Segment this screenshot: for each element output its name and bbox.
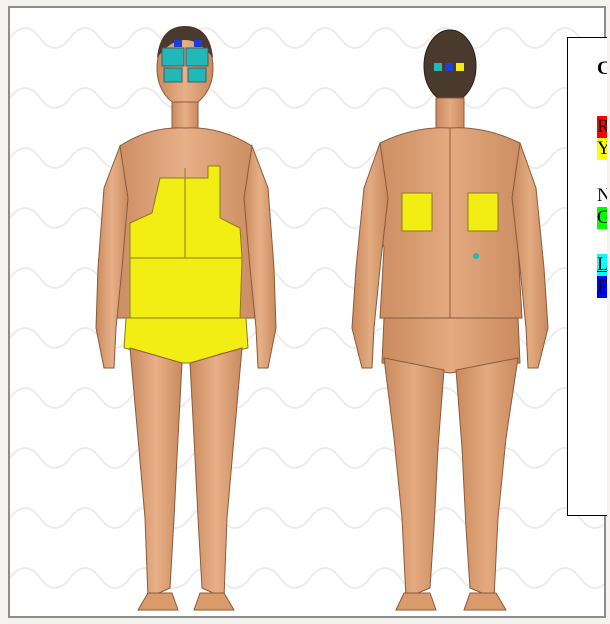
front-face-zone-left[interactable] [162,48,184,66]
back-left-leg[interactable] [456,358,518,598]
front-left-foot[interactable] [194,593,234,610]
legend-entry-yellow: Y [597,138,607,160]
front-eye-zone-left[interactable] [164,68,182,82]
back-body-figure [340,18,580,618]
legend-entry-blue[interactable]: F [597,276,607,298]
front-left-leg[interactable] [190,348,242,598]
back-left-flank-zone[interactable] [468,193,498,231]
front-eye-zone-right[interactable] [188,68,206,82]
legend-entry-green: G [597,207,607,229]
front-right-leg[interactable] [130,348,182,598]
legend-entry-n: N [597,185,607,207]
front-forehead-blue-left[interactable] [174,40,182,47]
body-map-panel [8,6,606,618]
front-body-figure [90,18,320,618]
front-face-zone-right[interactable] [186,48,208,66]
front-right-foot[interactable] [138,593,178,610]
legend-entry-red: R [597,116,607,138]
back-right-flank-zone[interactable] [402,193,432,231]
back-head-zone-1[interactable] [434,63,442,71]
front-forehead-blue-right[interactable] [194,40,202,47]
back-right-foot[interactable] [396,593,436,610]
legend-panel: C R Y N G L F [567,37,607,516]
front-left-arm[interactable] [244,146,276,368]
back-kidney-marker[interactable] [473,253,479,259]
back-head-zone-3[interactable] [456,63,464,71]
front-right-arm[interactable] [96,146,128,368]
front-abdomen-zone[interactable] [130,258,242,318]
back-head-zone-2[interactable] [445,63,453,71]
front-neck[interactable] [172,102,198,130]
legend-entry-cyan[interactable]: L [597,254,607,276]
back-right-arm[interactable] [352,143,388,368]
back-left-foot[interactable] [464,593,506,610]
back-neck[interactable] [436,98,464,128]
back-right-leg[interactable] [384,358,444,598]
legend-title: C [597,58,607,80]
